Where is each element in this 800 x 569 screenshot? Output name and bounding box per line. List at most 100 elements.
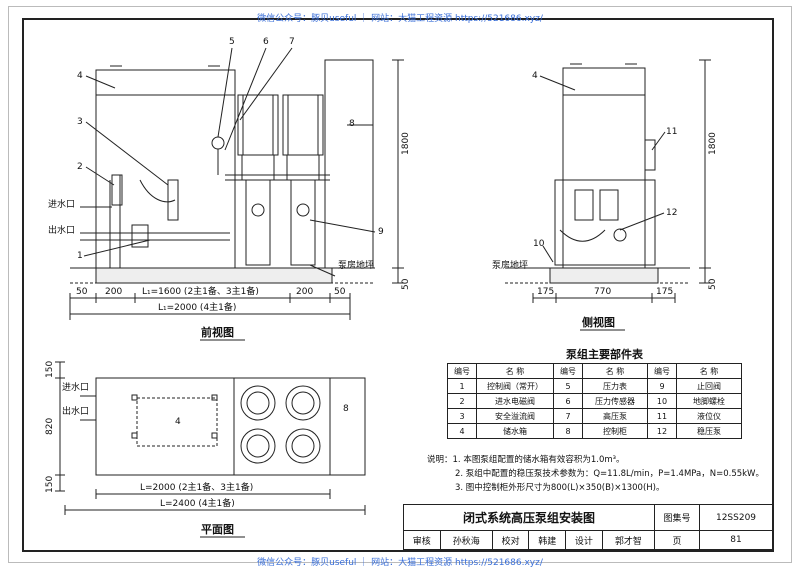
plan-outlet-label: 出水口: [62, 407, 90, 417]
side-callout-12: 12: [666, 208, 678, 218]
title-block: 闭式系统高压泵组安装图 图集号 12SS209 审核 孙秋海 校对 韩建 设计 …: [403, 504, 773, 550]
front-callout-7: 7: [289, 37, 295, 47]
designer-signature: 郭才智: [601, 530, 656, 550]
table-row: 3 安全溢流阀 7 高压泵 11 液位仪: [447, 408, 742, 424]
front-callout-3: 3: [77, 117, 83, 127]
side-dim-175-right: 175: [656, 287, 674, 297]
table-cell: 地脚螺栓: [676, 393, 742, 409]
header-cell: 名 称: [582, 363, 648, 379]
table-cell: 9: [647, 378, 677, 394]
front-view-title: 前视图: [201, 326, 234, 339]
plan-tank-callout: 4: [175, 417, 181, 427]
table-cell: 3: [447, 408, 477, 424]
plan-pump-3: [240, 428, 276, 464]
front-dim-50-left: 50: [76, 287, 88, 297]
parts-table-header: 编号 名 称 编号 名 称 编号 名 称: [447, 363, 742, 379]
table-cell: 6: [553, 393, 583, 409]
front-callout-1: 1: [77, 251, 83, 261]
table-row: 4 储水箱 8 控制柜 12 稳压泵: [447, 423, 742, 439]
note-item-3: 3. 图中控制柜外形尺寸为800(L)×350(B)×1300(H)。: [455, 483, 665, 493]
side-dim-770: 770: [594, 287, 612, 297]
table-cell: 控制阀（常开）: [476, 378, 554, 394]
front-dim-200-left: 200: [105, 287, 123, 297]
side-callout-11: 11: [666, 127, 678, 137]
reviewer-signature: 孙秋海: [439, 530, 493, 550]
plan-view-drawing: [55, 361, 366, 515]
front-pump-2: [282, 94, 324, 266]
side-dim-175-left: 175: [537, 287, 555, 297]
table-cell: 止回阀: [676, 378, 742, 394]
table-cell: 进水电磁阀: [476, 393, 554, 409]
table-cell: 储水箱: [476, 423, 554, 439]
front-callout-4: 4: [77, 71, 83, 81]
plan-dim-l: L=2000 (2主1备、3主1备): [140, 483, 254, 493]
table-cell: 压力传感器: [582, 393, 648, 409]
plan-dim-150-bottom: 150: [45, 475, 55, 493]
parts-table: 编号 名 称 编号 名 称 编号 名 称 1 控制阀（常开） 5 压力表 9 止…: [447, 363, 742, 439]
plan-view-title: 平面图: [201, 523, 234, 536]
plan-control-cabinet: [329, 377, 366, 476]
checker-label: 校对: [491, 530, 530, 550]
plan-dim-150-top: 150: [45, 360, 55, 378]
parts-table-title: 泵组主要部件表: [566, 348, 643, 361]
watermark-top: 微信公众号：豚贝useful ｜ 网站：大猫工程资源 https://52168…: [257, 14, 543, 24]
front-base-dim: 50: [401, 278, 411, 290]
front-callout-8: 8: [349, 119, 355, 129]
front-callout-5: 5: [229, 37, 235, 47]
table-cell: 7: [553, 408, 583, 424]
table-row: 2 进水电磁阀 6 压力传感器 10 地脚螺栓: [447, 393, 742, 409]
table-cell: 4: [447, 423, 477, 439]
table-cell: 1: [447, 378, 477, 394]
plan-inlet-label: 进水口: [62, 383, 90, 393]
checker-signature: 韩建: [528, 530, 567, 550]
front-floor-label: 泵房地坪: [338, 261, 375, 271]
table-cell: 12: [647, 423, 677, 439]
plan-dim-820: 820: [45, 417, 55, 435]
plan-pump-1: [240, 385, 276, 421]
reviewer-label: 审核: [403, 530, 441, 550]
plan-dim-l-alt: L=2400 (4主1备): [160, 499, 235, 509]
plan-pump-4: [285, 428, 321, 464]
plan-pump-2: [285, 385, 321, 421]
watermark-bottom: 微信公众号：豚贝useful ｜ 网站：大猫工程资源 https://52168…: [257, 558, 543, 568]
sheet-outer-frame: [8, 6, 792, 563]
front-dim-50-right: 50: [334, 287, 346, 297]
front-callout-9: 9: [378, 227, 384, 237]
table-cell: 10: [647, 393, 677, 409]
drawing-title: 闭式系统高压泵组安装图: [403, 504, 655, 531]
table-cell: 控制柜: [582, 423, 648, 439]
table-cell: 压力表: [582, 378, 648, 394]
side-storage-tank: [562, 67, 646, 269]
front-inlet-label: 进水口: [48, 200, 76, 210]
table-cell: 稳压泵: [676, 423, 742, 439]
front-callout-6: 6: [263, 37, 269, 47]
front-storage-tank: [95, 69, 236, 269]
front-dim-l1: L₁=1600 (2主1备、3主1备): [142, 287, 259, 297]
table-cell: 液位仪: [676, 408, 742, 424]
notes-label: 说明：: [427, 455, 453, 465]
side-floor-label: 泵房地坪: [492, 261, 529, 271]
front-dim-l1-alt: L₁=2000 (4主1备): [158, 303, 237, 313]
front-control-cabinet: [324, 59, 374, 269]
table-cell: 安全溢流阀: [476, 408, 554, 424]
side-height-dim: 1800: [708, 132, 718, 155]
atlas-label: 图集号: [654, 504, 700, 531]
designer-label: 设计: [565, 530, 603, 550]
plan-storage-tank: [95, 377, 235, 476]
page-number: 81: [699, 530, 773, 550]
front-dim-200-right: 200: [296, 287, 314, 297]
atlas-number: 12SS209: [699, 504, 773, 531]
drawing-border: [22, 18, 774, 552]
plan-cabinet-callout: 8: [343, 404, 349, 414]
header-cell: 编号: [553, 363, 583, 379]
front-callout-2: 2: [77, 162, 83, 172]
header-cell: 名 称: [476, 363, 554, 379]
notes-block: 说明：1. 本图泵组配置的储水箱有效容积为1.0m³。 2. 泵组中配置的稳压泵…: [427, 453, 764, 495]
side-callout-10: 10: [533, 239, 545, 249]
header-cell: 名 称: [676, 363, 742, 379]
side-callout-4: 4: [532, 71, 538, 81]
header-cell: 编号: [647, 363, 677, 379]
table-cell: 高压泵: [582, 408, 648, 424]
front-view-drawing: [69, 47, 404, 320]
front-outlet-label: 出水口: [48, 226, 76, 236]
